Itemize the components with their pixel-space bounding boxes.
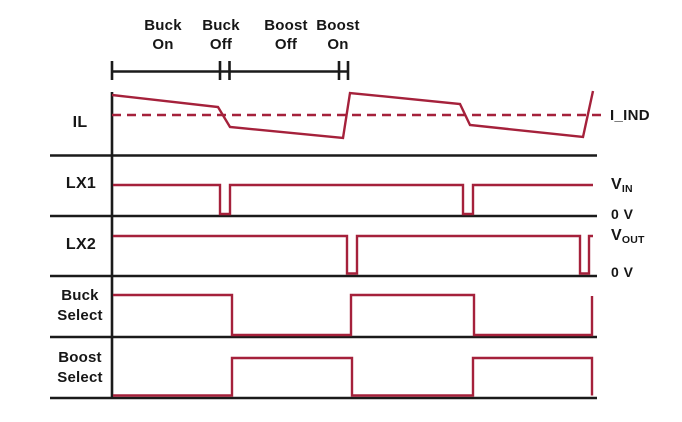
vin-main: V	[611, 176, 622, 193]
ref-label-i-ind: I_IND	[610, 107, 650, 124]
phase-label-line2: On	[152, 36, 174, 53]
phase-label-line1: Boost	[316, 17, 360, 34]
signal-label-lx2: LX2	[65, 236, 97, 253]
phase-label-line2: Off	[209, 36, 233, 53]
signal-label-buck-select: Buck Select	[57, 286, 102, 326]
phase-label-line2: On	[327, 36, 349, 53]
vin-subscript: IN	[621, 183, 633, 195]
signal-label-line1: Buck	[61, 287, 99, 304]
signal-label-boost-select: Boost Select	[57, 348, 102, 388]
level-label-vout: VOUT	[611, 227, 645, 246]
vout-main: V	[611, 227, 622, 244]
signal-label-il: IL	[72, 114, 88, 131]
phase-label-buck-off: Buck Off	[202, 16, 239, 54]
phase-label-line1: Buck	[202, 17, 240, 34]
signal-label-line2: Select	[57, 369, 103, 386]
phase-label-buck-on: Buck On	[144, 16, 181, 54]
phase-label-line2: Off	[274, 36, 298, 53]
phase-label-line1: Boost	[264, 17, 308, 34]
phase-label-line1: Buck	[144, 17, 182, 34]
phase-label-boost-off: Boost Off	[264, 16, 308, 54]
level-label-vin: VIN	[611, 176, 633, 195]
level-label-0v-lx1: 0 V	[611, 206, 634, 222]
signal-label-line2: Select	[57, 307, 103, 324]
phase-label-boost-on: Boost On	[316, 16, 360, 54]
signal-label-line1: Boost	[58, 349, 102, 366]
signal-label-lx1: LX1	[65, 175, 97, 192]
level-label-0v-lx2: 0 V	[611, 264, 634, 280]
vout-subscript: OUT	[621, 234, 645, 246]
